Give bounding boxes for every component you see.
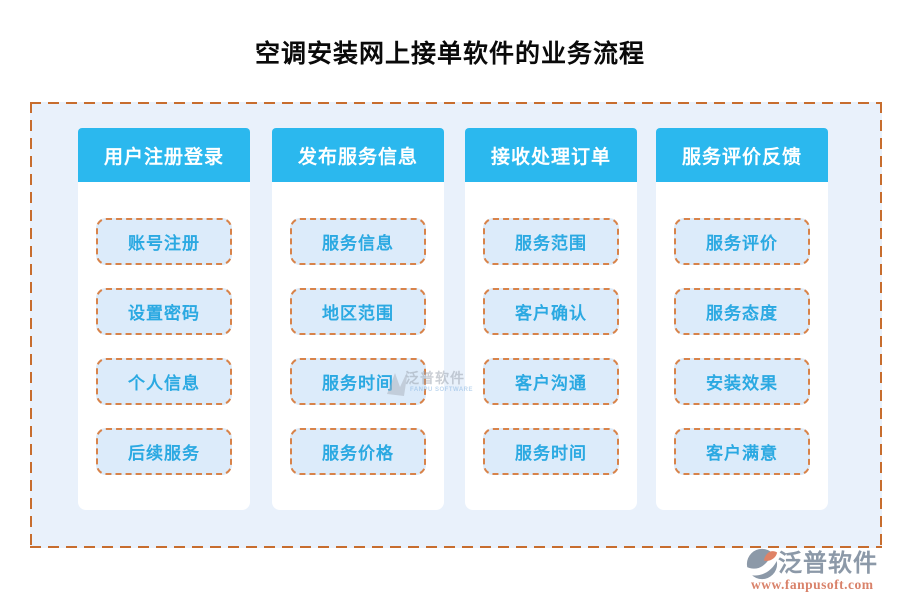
flow-step: 后续服务: [96, 428, 232, 475]
flow-step: 个人信息: [96, 358, 232, 405]
flow-step: 客户确认: [483, 288, 619, 335]
flow-step: 地区范围: [290, 288, 426, 335]
column-publish-service: 发布服务信息 服务信息 地区范围 服务时间 服务价格: [272, 128, 444, 510]
flow-step: 设置密码: [96, 288, 232, 335]
column-items: 服务评价 服务态度 安装效果 客户满意: [656, 182, 828, 475]
fanpu-brand-logo: 泛普软件 www.fanpusoft.com: [746, 548, 896, 593]
flow-step: 服务范围: [483, 218, 619, 265]
column-service-feedback: 服务评价反馈 服务评价 服务态度 安装效果 客户满意: [656, 128, 828, 510]
flow-diagram-frame: 用户注册登录 账号注册 设置密码 个人信息 后续服务 发布服务信息 服务信息 地…: [30, 102, 882, 548]
flow-step: 服务时间: [290, 358, 426, 405]
flow-step: 服务评价: [674, 218, 810, 265]
column-header: 服务评价反馈: [656, 128, 828, 182]
flow-step: 安装效果: [674, 358, 810, 405]
column-items: 账号注册 设置密码 个人信息 后续服务: [78, 182, 250, 475]
brand-url: www.fanpusoft.com: [751, 577, 874, 592]
flow-step: 服务态度: [674, 288, 810, 335]
brand-name: 泛普软件: [778, 550, 878, 577]
column-process-orders: 接收处理订单 服务范围 客户确认 客户沟通 服务时间: [465, 128, 637, 510]
column-header: 接收处理订单: [465, 128, 637, 182]
page-title: 空调安装网上接单软件的业务流程: [254, 40, 645, 68]
column-items: 服务信息 地区范围 服务时间 服务价格: [272, 182, 444, 475]
flow-step: 客户满意: [674, 428, 810, 475]
flow-step: 服务时间: [483, 428, 619, 475]
flow-step: 服务信息: [290, 218, 426, 265]
flow-step: 客户沟通: [483, 358, 619, 405]
flow-step: 账号注册: [96, 218, 232, 265]
column-user-register: 用户注册登录 账号注册 设置密码 个人信息 后续服务: [78, 128, 250, 510]
flow-step: 服务价格: [290, 428, 426, 475]
fanpu-logo-icon: [746, 548, 778, 580]
brand-row: 泛普软件: [746, 548, 896, 580]
column-items: 服务范围 客户确认 客户沟通 服务时间: [465, 182, 637, 475]
column-header: 用户注册登录: [78, 128, 250, 182]
column-header: 发布服务信息: [272, 128, 444, 182]
